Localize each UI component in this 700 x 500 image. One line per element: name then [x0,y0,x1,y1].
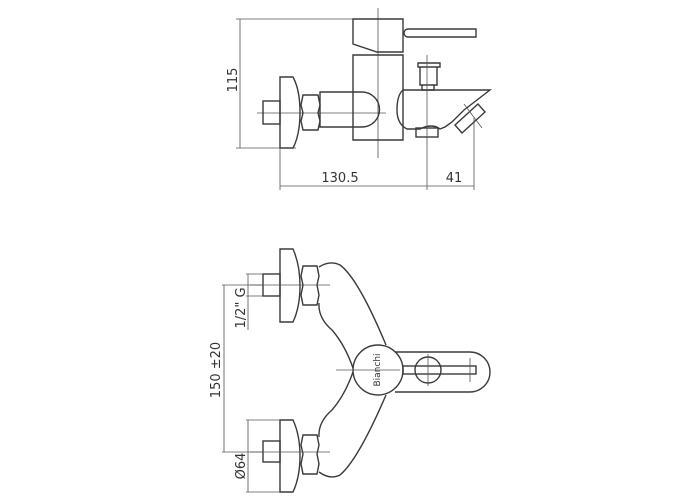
upper-arm [318,262,387,369]
dimension-height-label: 115 [226,68,241,93]
spout-outlet-axis [463,103,483,129]
inlet-stub [262,100,281,125]
dimension-diameter-label: Ø64 [234,453,249,480]
side-view: 115 130.5 41 [226,8,493,190]
dimension-thread: 1/2" G [234,273,263,330]
dimension-length: 130.5 41 [279,55,475,190]
wall-flange [279,76,301,149]
lower-nut [300,434,320,475]
lower-arm [318,371,387,478]
mixer-body [352,54,404,141]
spout [396,89,493,130]
lever-housing [352,18,404,53]
dimension-spout-label: 41 [446,171,463,186]
dimension-height: 115 [226,18,403,149]
lower-flange [279,419,301,493]
spout-outlet [454,103,486,134]
diverter-knob [417,62,441,91]
dimension-thread-label: 1/2" G [234,287,249,328]
brand-label: Bianchi [373,353,383,386]
handle-base [395,351,491,393]
upper-flange [279,248,301,323]
handle-lever [402,365,477,375]
dimension-length-label: 130.5 [321,171,358,186]
lower-stub [262,440,281,463]
dimension-diameter: Ø64 [234,419,280,493]
hex-nut [300,94,321,131]
lever-handle [403,28,477,38]
dimension-centers: 150 ±20 [209,284,263,453]
upper-nut [300,265,320,306]
dimension-centers-label: 150 ±20 [209,342,224,398]
front-view: Bianchi 150 ±20 1/2" G Ø64 [209,248,491,493]
eccentric-arm [319,91,381,128]
